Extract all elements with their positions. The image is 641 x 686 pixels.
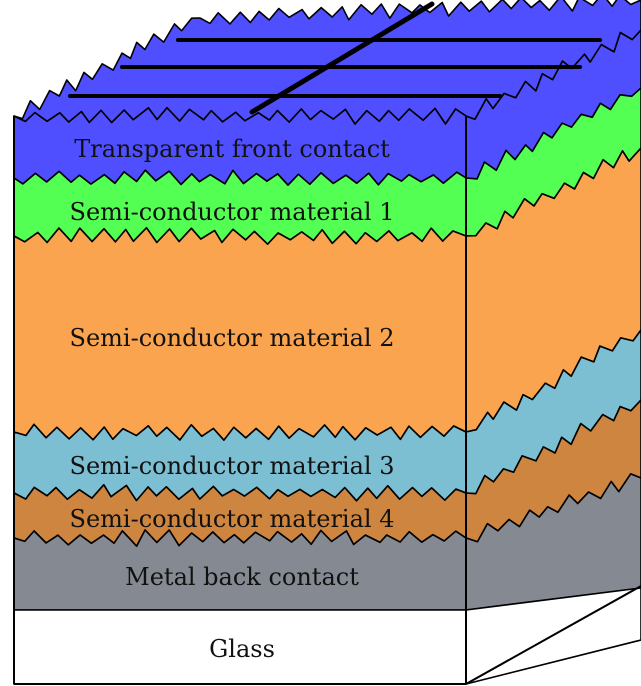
layer-label-glass: Glass [209, 635, 275, 663]
layer-label-semiconductor-1: Semi-conductor material 1 [70, 198, 395, 226]
grid-busbar-line [249, 1, 435, 115]
layer-label-transparent-front-contact: Transparent front contact [74, 135, 390, 163]
side-face [465, 29, 641, 685]
front-band-metal-back-contact [13, 529, 467, 611]
layer-label-semiconductor-4: Semi-conductor material 4 [70, 505, 395, 533]
side-band-metal-back-contact [465, 473, 641, 611]
layer-label-metal-back-contact: Metal back contact [125, 563, 359, 591]
layer-labels: Transparent front contact Semi-conductor… [70, 135, 395, 663]
cube-edge [465, 585, 641, 685]
front-face [13, 107, 641, 685]
front-contact-grid-lines [68, 1, 602, 115]
layer-label-semiconductor-3: Semi-conductor material 3 [70, 452, 395, 480]
layer-label-semiconductor-2: Semi-conductor material 2 [70, 324, 395, 352]
